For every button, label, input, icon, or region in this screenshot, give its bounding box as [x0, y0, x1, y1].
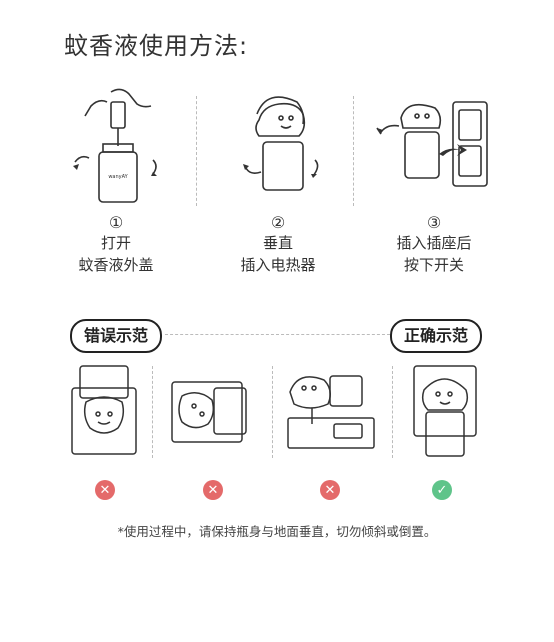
- page-title: 蚊香液使用方法:: [64, 32, 249, 60]
- usage-note: *使用过程中，请保持瓶身与地面垂直，切勿倾斜或倒置。: [117, 524, 437, 539]
- plug-socket-illustration: [376, 101, 488, 187]
- step-caption-line2: 蚊香液外盖: [78, 256, 154, 274]
- step-1: wanyAY ① 打开 蚊香液外盖: [46, 84, 186, 276]
- section-divider: [165, 334, 390, 335]
- right-example-label: 正确示范: [390, 319, 483, 353]
- insert-heater-illustration: [243, 96, 319, 191]
- step-divider: [353, 96, 354, 206]
- bottle-open-illustration: wanyAY: [73, 88, 157, 203]
- step-caption-line1: 打开: [100, 234, 131, 252]
- step-divider: [196, 96, 197, 206]
- step-3: ③ 插入插座后 按下开关: [364, 84, 504, 276]
- wrong-example-horizontal: [287, 375, 375, 449]
- step-caption-line1: 垂直: [262, 234, 293, 252]
- wrong-example-label: 错误示范: [70, 319, 163, 353]
- correct-check-icon: ✓: [432, 480, 452, 500]
- example-divider: [392, 366, 393, 458]
- step-caption-line2: 插入电热器: [240, 256, 316, 274]
- step-number: ①: [108, 213, 124, 232]
- example-divider: [272, 366, 273, 458]
- step-caption-line2: 按下开关: [403, 256, 464, 274]
- step-number: ③: [426, 213, 442, 232]
- wrong-example-upside-down: [71, 365, 137, 455]
- right-example-upright: [413, 365, 477, 457]
- wrong-example-sideways: [171, 381, 247, 443]
- step-number: ②: [270, 213, 286, 232]
- wrong-x-icon: ✕: [320, 480, 340, 500]
- wrong-x-icon: ✕: [95, 480, 115, 500]
- bottle-brand: wanyAY: [108, 174, 128, 180]
- wrong-x-icon: ✕: [203, 480, 223, 500]
- step-2: ② 垂直 插入电热器: [208, 84, 348, 276]
- example-divider: [152, 366, 153, 458]
- step-caption-line1: 插入插座后: [396, 234, 472, 252]
